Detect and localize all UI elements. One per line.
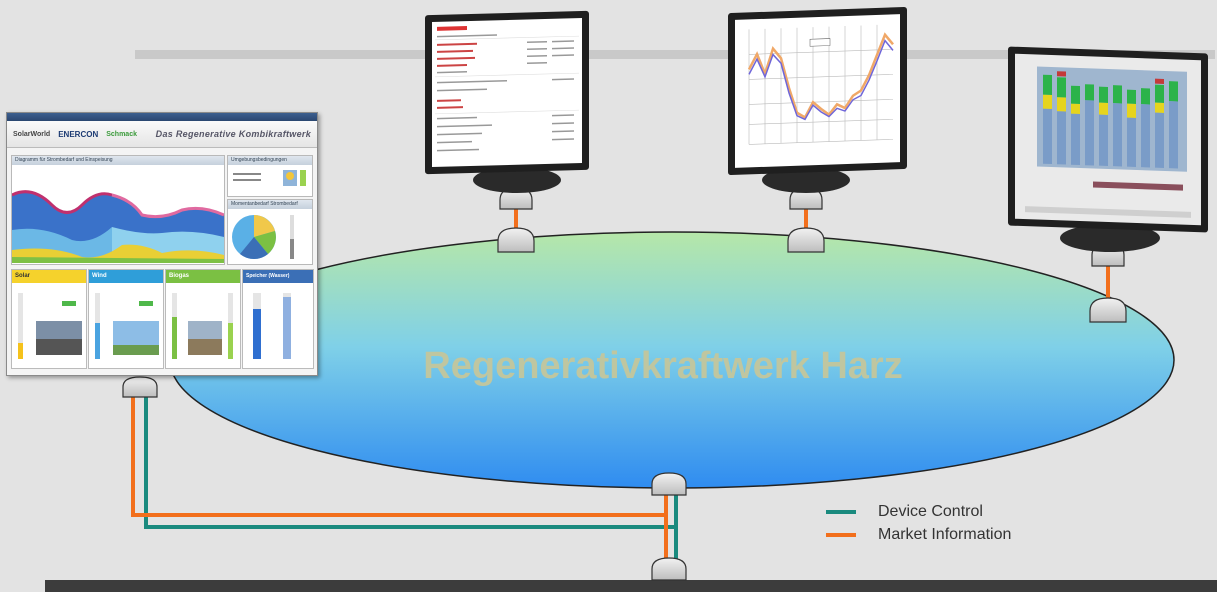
background-rail	[135, 50, 1215, 59]
connectors	[122, 187, 1127, 581]
legend-label-market-information: Market Information	[878, 525, 1012, 543]
connector-ring-bottom	[651, 472, 687, 496]
legend: Device Control Market Information	[826, 500, 1011, 546]
panel-header: SolarWorld ENERCON Schmack Das Regenerat…	[7, 121, 317, 148]
ring-label: Regenerativkraftwerk Harz	[423, 345, 902, 387]
demand-chart-heading: Diagramm für Strombedarf und Einspeisung	[12, 156, 224, 165]
connector-monitor-2	[787, 227, 825, 253]
footer-bar	[45, 580, 1217, 592]
wind-tile-heading: Wind	[89, 270, 163, 283]
bar-preview	[1025, 66, 1191, 218]
panel-titlebar	[7, 113, 317, 121]
connector-monitor-1	[497, 227, 535, 253]
logo-enercon: ENERCON	[58, 129, 99, 139]
logo-solarworld: SolarWorld	[13, 130, 51, 138]
legend-label-device-control: Device Control	[878, 502, 983, 520]
panel-title: Das Regenerative Kombikraftwerk	[155, 129, 311, 139]
legend-item-market-information: Market Information	[826, 523, 1011, 546]
storage-tile-heading: Speicher (Wasser)	[243, 270, 313, 283]
conditions-section: Umgebungsbedingungen	[227, 155, 313, 197]
monitor-table-screen	[425, 10, 589, 175]
monitor-forecast-screen	[728, 6, 907, 176]
demand-pie	[232, 215, 294, 260]
solar-tile-heading: Solar	[12, 270, 86, 283]
legend-swatch-market-information	[826, 532, 856, 537]
connector-bus	[651, 557, 687, 581]
forecast-preview	[747, 24, 894, 145]
logo-schmack: Schmack	[106, 130, 137, 138]
control-panel-window: SolarWorld ENERCON Schmack Das Regenerat…	[6, 112, 318, 376]
monitor-links	[514, 206, 1110, 298]
market-information-lines	[131, 392, 668, 565]
legend-item-device-control: Device Control	[826, 500, 1011, 523]
wind-tile: Wind	[88, 269, 164, 369]
table-preview	[435, 26, 579, 152]
legend-swatch-device-control	[826, 509, 856, 514]
storage-tile: Speicher (Wasser)	[242, 269, 314, 369]
momentary-demand-section: Momentanbedarf Strombedarf	[227, 199, 313, 265]
biogas-tile-heading: Biogas	[166, 270, 240, 283]
demand-chart	[11, 190, 225, 263]
conditions-heading: Umgebungsbedingungen	[228, 156, 312, 165]
solar-tile: Solar	[11, 269, 87, 369]
connector-monitor-3	[1089, 297, 1127, 323]
connector-panel	[122, 376, 158, 398]
momentary-demand-heading: Momentanbedarf Strombedarf	[228, 200, 312, 209]
monitor-bar-screen	[1008, 46, 1208, 233]
device-control-lines	[144, 392, 678, 565]
demand-chart-section: Diagramm für Strombedarf und Einspeisung	[11, 155, 225, 265]
conditions-widget	[233, 170, 306, 186]
biogas-tile: Biogas	[165, 269, 241, 369]
